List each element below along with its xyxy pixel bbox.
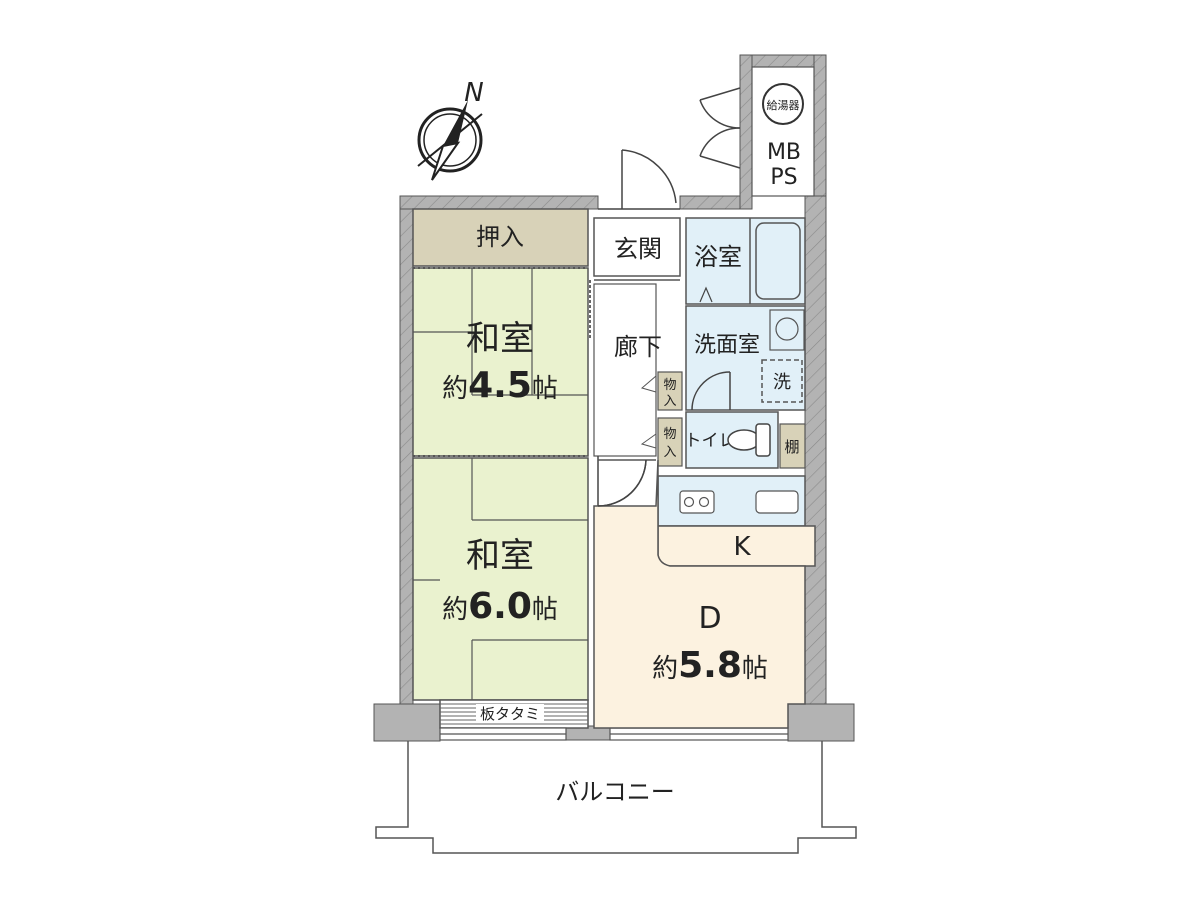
tana-label: 棚	[784, 438, 799, 456]
washer-icon	[761, 359, 803, 403]
oshiire-label: 押入	[476, 223, 524, 251]
monoire-1-line1: 物	[663, 378, 676, 393]
room-senmenshitsu: 洗面室 洗	[685, 305, 806, 411]
washitsu-45-size-line: 約4.5帖	[442, 365, 558, 406]
washitsu-45-unit: 帖	[532, 374, 558, 404]
balcony-label: バルコニー	[555, 778, 675, 806]
itatatami-label: 板タタミ	[480, 705, 540, 723]
monoire-2-line1: 物	[663, 427, 676, 442]
room-washitsu-6-0: 和室 約6.0帖	[412, 457, 589, 701]
north-label: N	[464, 78, 483, 108]
washitsu-60-unit: 帖	[532, 595, 558, 625]
room-yokushitsu: 浴室	[685, 217, 806, 305]
mbps-line1: MB	[767, 140, 801, 165]
compass: N	[417, 78, 484, 181]
bathtub-icon	[755, 222, 801, 300]
washitsu-60-size-line: 約6.0帖	[442, 586, 558, 627]
dining-name: D	[698, 601, 721, 636]
dining-prefix: 約	[652, 654, 678, 684]
room-mbps: 給湯器 MB PS	[751, 66, 815, 197]
room-genkan: 玄関	[593, 217, 681, 277]
toilet-label: トイレ	[685, 431, 736, 451]
water-heater-icon	[762, 83, 804, 125]
rouka-label: 廊下	[614, 333, 662, 361]
north-arrow-icon	[443, 100, 468, 146]
balcony-windows	[439, 727, 789, 741]
dining-size: 5.8	[678, 645, 742, 686]
room-toilet: トイレ	[685, 411, 779, 469]
room-kitchen: K	[657, 475, 816, 567]
washitsu-60-name: 和室	[466, 536, 534, 576]
washitsu-45-name: 和室	[466, 319, 534, 359]
monoire-1-line2: 入	[663, 394, 676, 409]
dining-size-line: 約5.8帖	[652, 645, 768, 686]
yokushitsu-label: 浴室	[694, 243, 742, 271]
senmenshitsu-label: 洗面室	[694, 333, 760, 358]
heater-label: 給湯器	[767, 98, 800, 112]
washitsu-45-size: 4.5	[468, 365, 532, 406]
closet-monoire-2: 物 入	[640, 417, 683, 467]
washitsu-45-prefix: 約	[442, 374, 468, 404]
kitchen-label: K	[733, 532, 751, 562]
room-oshiire: 押入	[412, 208, 589, 267]
washitsu-60-size: 6.0	[468, 586, 532, 627]
compass-circle	[417, 107, 483, 173]
closet-monoire-1: 物 入	[640, 371, 683, 411]
stove-icon	[679, 490, 715, 514]
room-dining: D 約5.8帖	[593, 459, 806, 729]
kitchen-sink-icon	[755, 490, 799, 514]
shelf-tana: 棚	[779, 423, 806, 469]
mbps-doors	[699, 87, 741, 169]
genkan-label: 玄関	[614, 235, 662, 263]
washitsu-60-prefix: 約	[442, 595, 468, 625]
walls	[373, 54, 855, 742]
room-itatatami: 板タタミ	[439, 699, 589, 729]
dining-unit: 帖	[742, 654, 768, 684]
room-washitsu-4-5: 和室 約4.5帖	[412, 267, 589, 457]
entry-door	[598, 149, 680, 210]
mbps-line2: PS	[770, 165, 797, 190]
balcony: バルコニー	[375, 741, 857, 854]
washer-label: 洗	[773, 372, 791, 393]
toilet-icon	[727, 423, 771, 457]
room-rouka: 廊下	[589, 279, 680, 507]
monoire-2-line2: 入	[663, 445, 676, 460]
